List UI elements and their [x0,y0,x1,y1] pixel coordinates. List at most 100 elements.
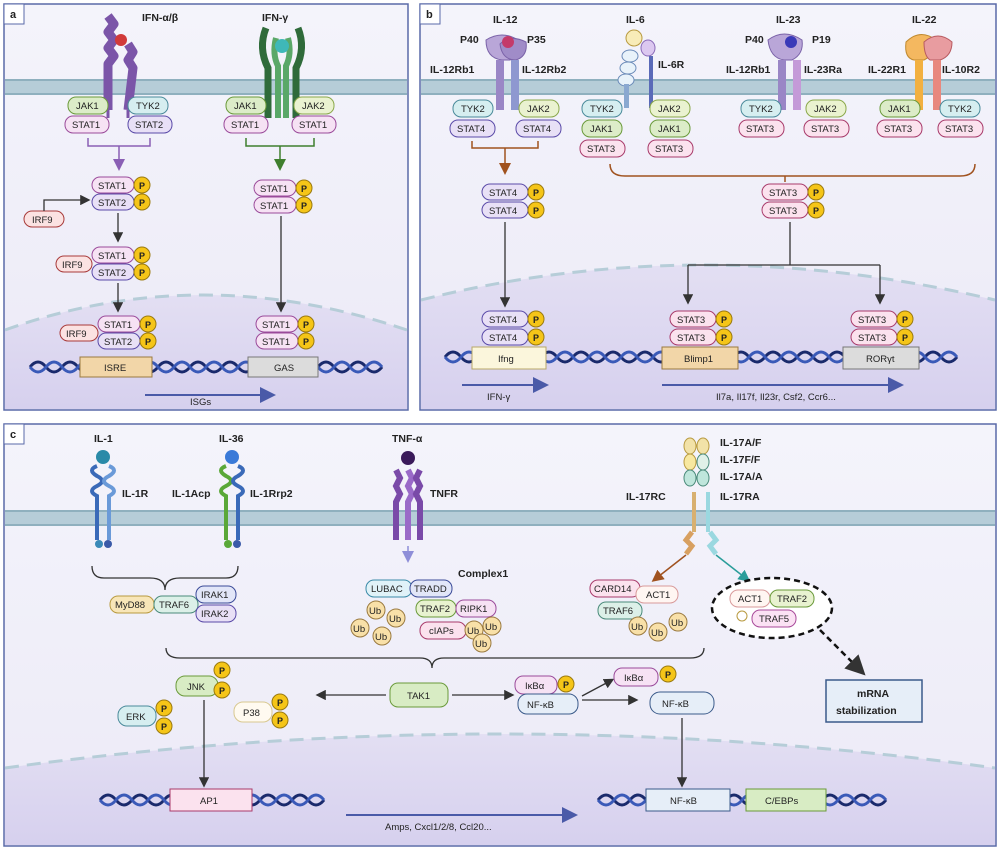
p-badge: P [301,201,307,211]
panel-c: c IL-1 IL-1R IL-36 IL-1Acp IL-1Rrp2 [3,423,997,847]
panel-a: a IFN-α/β IFN-γ JAK1 TYK2 STAT1 [3,3,409,411]
il17aa-label: IL-17A/A [720,471,763,483]
ifnab-jak-stat: JAK1 TYK2 STAT1 STAT2 [64,96,173,171]
irak2: IRAK2 [201,609,228,620]
jak1-b3: JAK1 [658,124,681,135]
p-badge: P [721,333,727,343]
p-badge: P [139,198,145,208]
gaf-cascade: STAT1 STAT1 P P STAT1 STAT1 P P [253,179,315,350]
stat2-a: STAT2 [135,120,163,131]
stat3-b2: STAT3 [587,144,615,155]
il6r-label: IL-6R [658,59,685,71]
p-badge: P [721,315,727,325]
p35-label: P35 [527,34,546,46]
act1-complex: CARD14 ACT1 TRAF6 Ub Ub Ub [589,579,688,642]
tyk2-b1: TYK2 [461,104,485,115]
card14: CARD14 [594,584,632,595]
ap1-label: AP1 [200,796,218,807]
stat3-n3: STAT3 [858,315,886,326]
p-badge: P [145,320,151,330]
stat3-b5: STAT3 [811,124,839,135]
rorgt-box [842,346,920,370]
traf6-a: TRAF6 [159,600,189,611]
il17ff-label: IL-17F/F [720,454,761,466]
nfkb-1: NF-κB [527,700,554,711]
stat3-b6: STAT3 [884,124,912,135]
il23-label: IL-23 [776,14,801,26]
ifng-jak-stat: JAK1 JAK2 STAT1 STAT1 [223,96,337,171]
stat3-n2: STAT3 [677,333,705,344]
jak1-a: JAK1 [76,101,99,112]
ub-10: Ub [671,618,683,629]
il23-receptor [767,33,803,110]
il36-ligand [225,450,239,464]
myd88-complex: MyD88 TRAF6 IRAK1 IRAK2 [109,585,237,623]
ikba-2: IκBα [624,673,644,684]
p-badge: P [533,206,539,216]
il23-jak-stat: TYK2 STAT3 JAK2 STAT3 [738,99,850,138]
panel-c-nucleus [5,734,995,845]
p38: P38 [243,708,260,719]
isgf3-cascade: STAT1 STAT2 P P IRF9 STAT1 STAT2 IRF9 P … [23,176,157,350]
stat1-c3: STAT1 [104,320,132,331]
tnf-complex1: LUBAC TRADD TRAF2 RIPK1 cIAPs Ub Ub Ub U… [350,579,502,653]
mrna-label: mRNA [857,688,890,700]
tradd: TRADD [414,584,447,595]
ifng-gene-box [471,346,547,370]
panel-b-letter: b [426,9,433,21]
stat4-n1: STAT4 [489,315,517,326]
stat4-d1: STAT4 [489,188,517,199]
p-badge: P [533,333,539,343]
jak2-b1: JAK2 [527,104,550,115]
panel-a-letter: a [10,9,17,21]
panel-a-membrane [5,80,407,94]
panel-c-label-box [3,423,25,445]
p19-label: P19 [812,34,831,46]
stat1-c2: STAT1 [98,251,126,262]
stat4-dimer: STAT4 STAT4 P P [481,183,545,308]
stat4-n2: STAT4 [489,333,517,344]
stat1-c1: STAT1 [98,181,126,192]
panel-a-nuclear-envelope [4,293,408,332]
p-badge: P [902,315,908,325]
stat1-g4: STAT1 [262,337,290,348]
il1-bracket [91,565,239,591]
p-badge: P [303,320,309,330]
blimp1-box [661,346,739,370]
blimp1-label: Blimp1 [684,354,713,365]
stat3-d1: STAT3 [769,188,797,199]
il12-receptor [485,34,527,110]
il12rb2-label: IL-12Rb2 [522,64,567,76]
stat1-g3: STAT1 [262,320,290,331]
mrna-stabilization-box [825,679,923,723]
il1acp-label: IL-1Acp [172,488,211,500]
il17af-label: IL-17A/F [720,437,762,449]
nuclear-stat4: STAT4 STAT4 P P [481,310,545,346]
p-badge: P [902,333,908,343]
ifnab-receptor [103,13,138,118]
il22-label: IL-22 [912,14,937,26]
p-badge: P [813,188,819,198]
il23-ligand [785,36,797,48]
ub-3: Ub [353,624,365,635]
p-badge: P [277,698,283,708]
stat1-g2: STAT1 [260,201,288,212]
stat2-c3: STAT2 [104,337,132,348]
p-badge: P [161,704,167,714]
ub-8: Ub [631,622,643,633]
il6-receptor [617,29,656,108]
panel-a-label-box [3,3,25,25]
tnfa-label: TNF-α [392,433,423,445]
p-badge: P [533,315,539,325]
lubac: LUBAC [371,584,403,595]
jak1-b4: JAK1 [888,104,911,115]
il23ra-label: IL-23Ra [804,64,842,76]
p-badge: P [139,181,145,191]
il6-jak-stat: TYK2 JAK1 STAT3 JAK2 JAK1 STAT3 [579,99,694,158]
p-badge: P [303,337,309,347]
tnfa-ligand [401,451,415,465]
tak1-label: TAK1 [407,691,430,702]
ifng-label: IFN-γ [262,12,288,24]
panel-b-nuclear-envelope [420,263,996,302]
il17ra-label: IL-17RA [720,491,760,503]
